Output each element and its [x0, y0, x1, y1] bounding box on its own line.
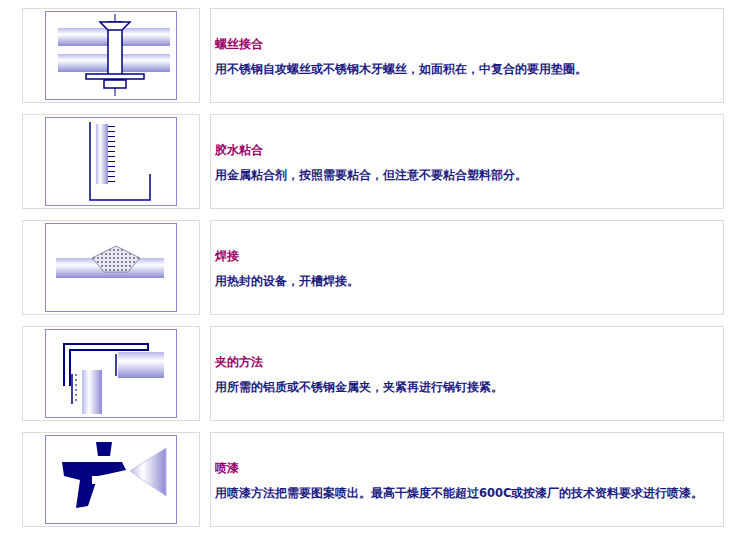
method-box: 喷漆用喷漆方法把需要图案喷出。最高干燥度不能超过600C或按漆厂的技术资料要求进… [210, 432, 724, 527]
method-box: 螺丝接合用不锈钢自攻螺丝或不锈钢木牙螺丝，如面积在，中复合的要用垫圈。 [210, 8, 724, 103]
method-heading: 焊接 [215, 248, 717, 264]
weld-illustration [56, 246, 164, 278]
picture-frame [23, 115, 200, 209]
glue-joint-illustration [90, 122, 150, 200]
picture-frame [23, 327, 200, 421]
method-description: 用不锈钢自攻螺丝或不锈钢木牙螺丝，如面积在，中复合的要用垫圈。 [215, 61, 717, 77]
picture-frame [23, 221, 200, 315]
method-description: 用所需的铝质或不锈钢金属夹，夹紧再进行锅钉接紧。 [215, 379, 717, 395]
method-description: 用喷漆方法把需要图案喷出。最高干燥度不能超过600C或按漆厂的技术资料要求进行喷… [215, 485, 717, 501]
method-heading: 夹的方法 [215, 354, 717, 370]
spray-gun-illustration [62, 442, 166, 508]
screw-joint-illustration [58, 14, 170, 96]
method-heading: 喷漆 [215, 460, 717, 476]
picture-frame [23, 433, 200, 527]
method-heading: 胶水粘合 [215, 142, 717, 158]
method-description: 用热封的设备，开槽焊接。 [215, 273, 717, 289]
method-heading: 螺丝接合 [215, 36, 717, 52]
method-box: 夹的方法用所需的铝质或不锈钢金属夹，夹紧再进行锅钉接紧。 [210, 326, 724, 421]
method-box: 胶水粘合用金属粘合剂，按照需要粘合，但注意不要粘合塑料部分。 [210, 114, 724, 209]
method-box: 焊接用热封的设备，开槽焊接。 [210, 220, 724, 315]
picture-frame [23, 9, 200, 103]
method-description: 用金属粘合剂，按照需要粘合，但注意不要粘合塑料部分。 [215, 167, 717, 183]
clip-illustration [64, 344, 164, 414]
